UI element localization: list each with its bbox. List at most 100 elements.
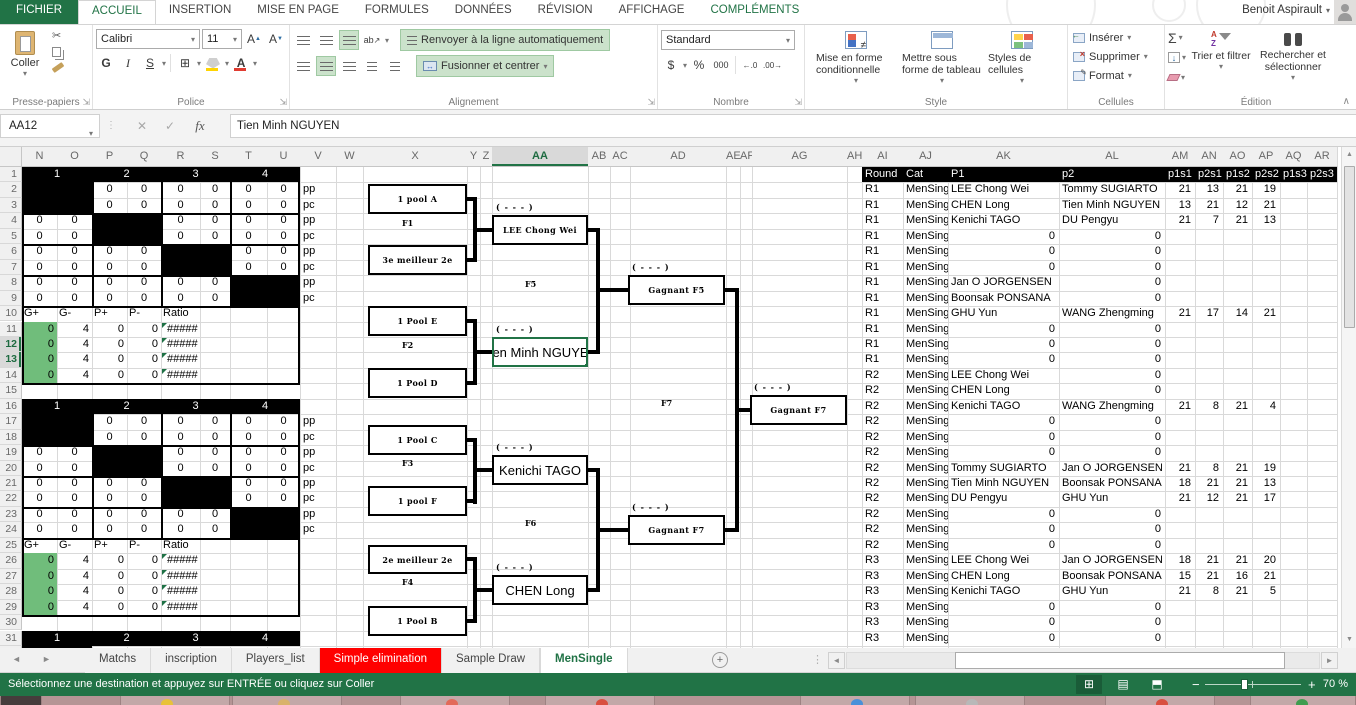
cell[interactable]: 0 — [71, 291, 78, 304]
match-table-cell[interactable]: 0 — [1048, 430, 1055, 443]
cell[interactable]: 0 — [71, 276, 78, 289]
match-table-cell[interactable]: 0 — [1154, 291, 1161, 304]
match-table-cell[interactable]: Tien Minh NGUYEN — [951, 477, 1050, 489]
cell[interactable]: 0 — [230, 646, 267, 648]
row-header-16[interactable]: 16 — [0, 398, 22, 415]
match-table-cell[interactable]: Tommy SUGIARTO — [951, 461, 1047, 474]
match-table-cell[interactable]: 13 — [1206, 183, 1219, 196]
row-header-29[interactable]: 29 — [0, 599, 22, 616]
cell[interactable]: 0 — [245, 415, 252, 428]
match-table-cell[interactable]: MenSing — [906, 322, 948, 335]
pool-ratio-cell[interactable]: ##### — [167, 554, 198, 567]
match-table-cell[interactable]: Kenichi TAGO — [951, 214, 1021, 227]
format-cells-button[interactable]: Format▾ — [1071, 66, 1161, 85]
column-header-ar[interactable]: AR — [1307, 147, 1338, 167]
cell[interactable]: 0 — [151, 353, 158, 366]
bracket-box[interactable]: 2e meilleur 2e — [368, 545, 467, 574]
cell[interactable]: 4 — [82, 585, 89, 598]
match-table-cell[interactable]: MenSing — [906, 353, 948, 366]
cell[interactable]: 0 — [245, 214, 252, 227]
match-table-cell[interactable]: R1 — [865, 337, 880, 350]
align-right-button[interactable] — [339, 56, 359, 76]
match-table-cell[interactable]: 5 — [1269, 585, 1276, 598]
cell[interactable]: 0 — [117, 585, 124, 598]
match-table-cell[interactable]: R2 — [865, 415, 880, 428]
cell[interactable]: 4 — [82, 353, 89, 366]
match-table-cell[interactable]: GHU Yun — [1062, 585, 1109, 598]
match-table-cell[interactable]: R2 — [865, 523, 880, 536]
row-header-24[interactable]: 24 — [0, 522, 22, 538]
percent-format-icon[interactable]: % — [693, 58, 705, 72]
match-table-cell[interactable]: MenSing — [906, 399, 948, 412]
page-break-view-button[interactable]: ⬒ — [1151, 677, 1163, 691]
cell[interactable]: 4 — [82, 554, 89, 567]
match-table-cell[interactable]: 13 — [1263, 214, 1276, 227]
cell[interactable]: 0 — [151, 569, 158, 582]
cell[interactable]: 0 — [280, 415, 287, 428]
row-header-7[interactable]: 7 — [0, 259, 22, 276]
match-table-cell[interactable]: MenSing — [906, 631, 948, 644]
cell[interactable]: 4 — [82, 337, 89, 350]
match-table-cell[interactable]: 0 — [1154, 337, 1161, 350]
collapse-ribbon-icon[interactable]: ∧ — [1342, 96, 1350, 107]
match-table-cell[interactable]: 0 — [1048, 245, 1055, 258]
match-table-cell[interactable]: 14 — [1235, 307, 1248, 320]
match-table-cell[interactable]: 8 — [1212, 461, 1219, 474]
format-painter-icon[interactable] — [51, 62, 65, 73]
taskbar-app[interactable] — [1105, 696, 1215, 705]
match-table-cell[interactable]: Boonsak PONSANA — [1062, 569, 1162, 582]
cell[interactable]: 4 — [82, 600, 89, 613]
match-table-cell[interactable]: 8 — [1212, 585, 1219, 598]
zoom-out-button[interactable]: − — [1192, 677, 1200, 692]
cell[interactable]: 0 — [140, 291, 148, 304]
windows-taskbar[interactable] — [0, 696, 1356, 705]
cell[interactable]: 0 — [177, 276, 184, 289]
fill-handle[interactable] — [584, 363, 586, 365]
column-header-aq[interactable]: AQ — [1280, 147, 1308, 167]
column-header-n[interactable]: N — [22, 147, 58, 167]
cell[interactable]: 0 — [127, 646, 161, 648]
taskbar-app[interactable] — [915, 696, 1025, 705]
pool-stat-green-cell[interactable] — [22, 599, 57, 616]
match-table-cell[interactable]: 21 — [1178, 307, 1191, 320]
sheet-tab-inscription[interactable]: inscription — [151, 648, 232, 673]
match-table-cell[interactable]: Tien Minh NGUYEN — [1062, 198, 1161, 211]
row-header-15[interactable]: 15 — [0, 383, 22, 399]
match-table-cell[interactable]: GHU Yun — [951, 307, 998, 320]
cell[interactable]: 0 — [280, 461, 287, 474]
match-table-cell[interactable]: MenSing — [906, 198, 948, 211]
format-as-table-button[interactable]: Mettre sous forme de tableau ▾ — [901, 27, 983, 89]
row-header-30[interactable]: 30 — [0, 615, 22, 631]
pool-stat-green-cell[interactable] — [22, 352, 57, 368]
column-header-o[interactable]: O — [57, 147, 93, 167]
match-table-cell[interactable]: 0 — [1154, 245, 1161, 258]
find-select-button[interactable]: Rechercher et sélectionner ▾ — [1254, 28, 1332, 87]
cell[interactable]: 0 — [280, 477, 287, 489]
pool-stat-green-cell[interactable] — [22, 568, 57, 585]
pool-stat-green-cell[interactable] — [22, 553, 57, 569]
column-header-aj[interactable]: AJ — [903, 147, 949, 167]
align-middle-button[interactable] — [316, 30, 336, 50]
match-table-cell[interactable]: R1 — [865, 214, 880, 227]
column-header-ag[interactable]: AG — [752, 147, 848, 167]
match-table-cell[interactable]: MenSing — [906, 585, 948, 598]
match-table-cell[interactable]: R3 — [865, 631, 880, 644]
match-table-cell[interactable]: MenSing — [906, 415, 948, 428]
match-table-cell[interactable]: 0 — [1048, 353, 1055, 366]
row-header-20[interactable]: 20 — [0, 460, 22, 476]
match-table-cell[interactable]: WANG Zhengming — [1062, 399, 1154, 412]
column-header-an[interactable]: AN — [1195, 147, 1224, 167]
cell[interactable]: 0 — [177, 229, 184, 242]
cell[interactable]: 0 — [280, 430, 287, 443]
formula-input[interactable]: Tien Minh NGUYEN — [230, 114, 1356, 138]
row-header-3[interactable]: 3 — [0, 197, 22, 214]
cell[interactable]: 0 — [280, 183, 287, 196]
cell[interactable]: 0 — [117, 337, 124, 350]
cell[interactable]: 0 — [245, 198, 252, 211]
cell[interactable]: 0 — [245, 446, 252, 459]
name-box-resize-handle[interactable]: ⋮ — [106, 120, 116, 131]
pool-ratio-cell[interactable]: ##### — [167, 368, 198, 381]
row-header-1[interactable]: 1 — [0, 167, 22, 183]
cell[interactable]: 0 — [71, 229, 78, 242]
match-table-cell[interactable]: 21 — [1235, 461, 1248, 474]
